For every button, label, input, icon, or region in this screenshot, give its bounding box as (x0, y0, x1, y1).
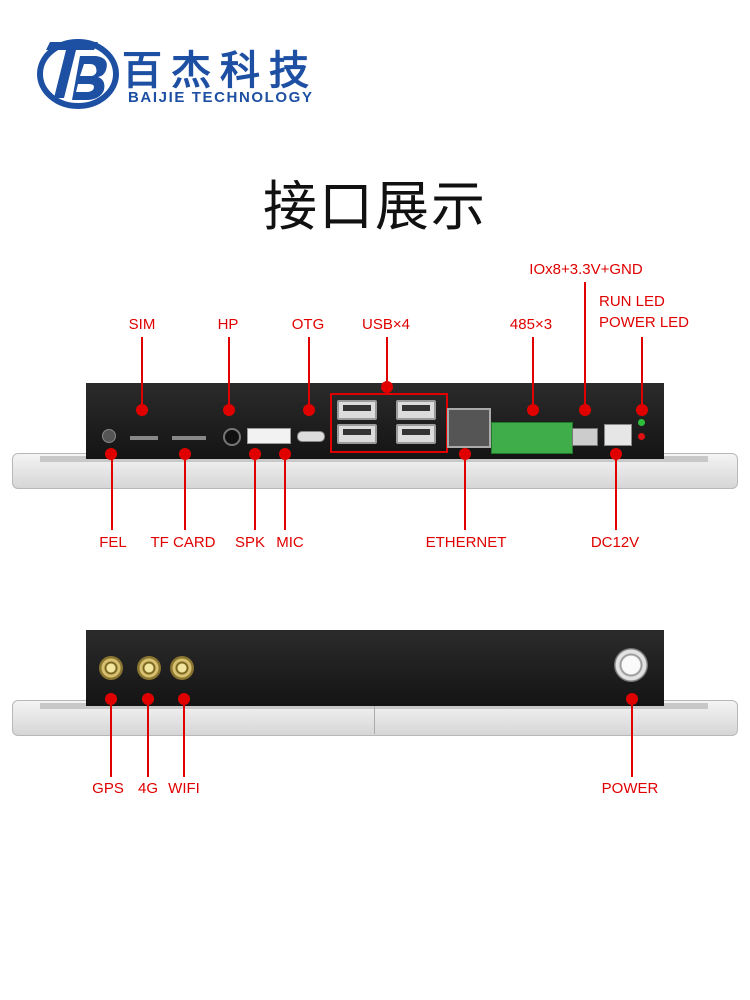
brand-name-en: BAIJIE TECHNOLOGY (128, 89, 314, 106)
leader-spk (254, 454, 256, 530)
label-power-led: POWER LED (599, 314, 690, 331)
leader-dc12v (615, 454, 617, 530)
usb-port-3[interactable] (396, 400, 436, 420)
leader-wifi (183, 699, 185, 777)
ethernet-port[interactable] (447, 408, 491, 448)
leader-power (631, 699, 633, 777)
marker-otg (303, 404, 315, 416)
label-spk: SPK (234, 534, 266, 551)
label-gps: GPS (92, 780, 124, 797)
brand-logo (37, 39, 119, 109)
otg-port[interactable] (297, 431, 325, 442)
bezel-seam (374, 704, 375, 734)
wifi-antenna-connector[interactable] (170, 656, 194, 680)
top-bezel-inner (40, 456, 708, 462)
leader-tf-card (184, 454, 186, 530)
leader-led (641, 337, 643, 409)
label-otg: OTG (291, 316, 325, 333)
label-wifi: WIFI (168, 780, 200, 797)
marker-485 (527, 404, 539, 416)
leader-io (584, 282, 586, 409)
leader-ethernet (464, 454, 466, 530)
leader-usb (386, 337, 388, 387)
leader-fel (111, 454, 113, 530)
power-button[interactable] (614, 648, 648, 682)
marker-led (636, 404, 648, 416)
label-power: POWER (601, 780, 659, 797)
marker-usb (381, 381, 393, 393)
io-header[interactable] (572, 428, 598, 446)
run-led (638, 419, 645, 426)
power-led (638, 433, 645, 440)
hp-jack[interactable] (223, 428, 241, 446)
leader-sim (141, 337, 143, 409)
leader-otg (308, 337, 310, 409)
4g-antenna-connector[interactable] (137, 656, 161, 680)
label-io: IOx8+3.3V+GND (529, 261, 643, 278)
label-485: 485×3 (509, 316, 553, 333)
label-fel: FEL (99, 534, 127, 551)
brand-name-cn: 百杰科技 (122, 48, 318, 94)
usb-port-2[interactable] (337, 424, 377, 444)
label-sim: SIM (128, 316, 156, 333)
leader-4g (147, 699, 149, 777)
label-usb: USB×4 (362, 316, 410, 333)
leader-hp (228, 337, 230, 409)
usb-port-1[interactable] (337, 400, 377, 420)
label-tf-card: TF CARD (150, 534, 216, 551)
rs485-terminal[interactable] (491, 422, 573, 454)
label-run-led: RUN LED (599, 293, 665, 310)
sim-slot[interactable] (130, 436, 158, 440)
marker-sim (136, 404, 148, 416)
leader-485 (532, 337, 534, 409)
label-ethernet: ETHERNET (425, 534, 507, 551)
leader-gps (110, 699, 112, 777)
spk-mic-connector[interactable] (247, 428, 291, 444)
label-hp: HP (217, 316, 239, 333)
usb-port-4[interactable] (396, 424, 436, 444)
page-title: 接口展示 (263, 175, 487, 238)
label-mic: MIC (276, 534, 304, 551)
label-dc12v: DC12V (590, 534, 640, 551)
leader-mic (284, 454, 286, 530)
marker-io (579, 404, 591, 416)
gps-antenna-connector[interactable] (99, 656, 123, 680)
dc12v-jack[interactable] (604, 424, 632, 446)
marker-hp (223, 404, 235, 416)
tf-card-slot[interactable] (172, 436, 206, 440)
label-4g: 4G (137, 780, 159, 797)
fel-button[interactable] (102, 429, 116, 443)
